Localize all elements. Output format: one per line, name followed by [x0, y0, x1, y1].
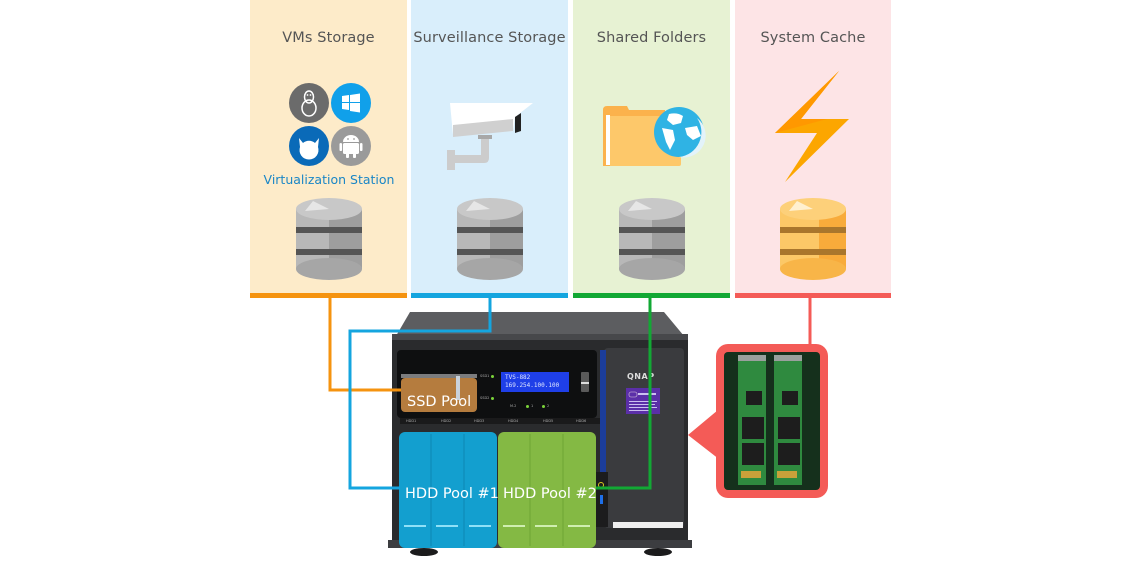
panel-title: VMs Storage	[282, 30, 375, 46]
status-label: 2	[547, 404, 550, 408]
nas-device	[388, 312, 692, 556]
android-icon	[331, 126, 371, 166]
panel-title: Surveillance Storage	[413, 30, 566, 46]
status-label: 1	[531, 404, 534, 408]
security-camera-icon	[447, 103, 533, 170]
panel-accent-bar	[411, 293, 568, 298]
lightning-bolt-icon	[775, 71, 849, 182]
os-icons-group	[289, 83, 371, 166]
linux-tux-icon	[289, 83, 329, 123]
ssd-slot-label: SSD2	[480, 396, 490, 400]
bay-label: HDD5	[543, 419, 554, 423]
status-led	[491, 397, 494, 400]
database-icon	[457, 198, 523, 280]
hdd-pool-2-label: HDD Pool #2	[503, 486, 597, 502]
status-led	[491, 375, 494, 378]
status-label: M.2	[510, 404, 517, 408]
m2-ssd-module-callout	[688, 344, 828, 498]
bay-label: HDD1	[406, 419, 417, 423]
folder-globe-icon	[603, 106, 706, 166]
ssd-slot-label: SSD1	[480, 374, 490, 378]
panel-title: Shared Folders	[596, 30, 707, 46]
bay-label: HDD2	[441, 419, 452, 423]
hdd-pool-1-label: HDD Pool #1	[405, 486, 499, 502]
database-icon-gold	[780, 198, 846, 280]
lcd-display: TVS-882 169.254.100.100	[501, 372, 569, 392]
bay-label: HDD6	[576, 419, 587, 423]
status-led	[542, 405, 545, 408]
virtualization-station-label: Virtualization Station	[263, 172, 395, 187]
ssd-pool-label: SSD Pool	[407, 394, 472, 410]
panel-accent-bar	[250, 293, 407, 298]
database-icon	[296, 198, 362, 280]
qnap-logo: QNAP	[627, 372, 655, 381]
freebsd-icon	[289, 126, 329, 166]
panel-title: System Cache	[760, 30, 866, 46]
lcd-line-1: TVS-882	[505, 374, 531, 381]
bay-label: HDD4	[508, 419, 519, 423]
bay-label: HDD3	[474, 419, 485, 423]
connector-surveillance-to-hdd1	[348, 298, 492, 490]
panel-accent-bar	[735, 293, 891, 298]
panel-accent-bar	[573, 293, 730, 298]
connector-shared-to-hdd2	[596, 298, 652, 490]
status-led	[526, 405, 529, 408]
lcd-line-2: 169.254.100.100	[505, 382, 560, 389]
database-icon	[619, 198, 685, 280]
connector-vms-to-ssd	[328, 298, 401, 392]
windows-icon	[331, 83, 371, 123]
